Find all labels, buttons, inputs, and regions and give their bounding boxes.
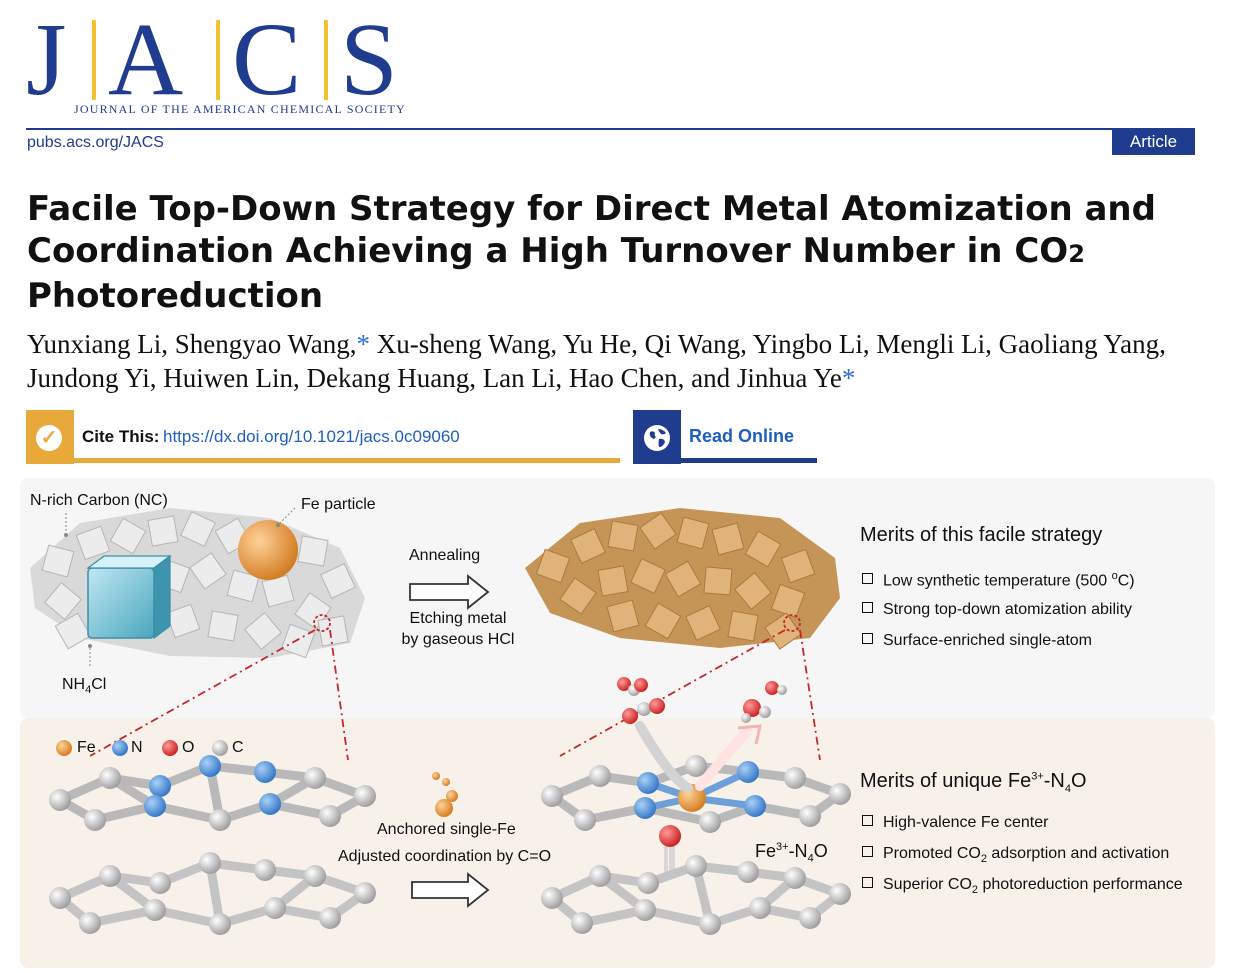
nc-cube-pile <box>30 508 365 659</box>
cite-this-box: ✓ Cite This: https://dx.doi.org/10.1021/… <box>26 410 620 464</box>
cite-icon-tile: ✓ <box>26 410 74 464</box>
logo-letter-a: A <box>108 2 184 117</box>
annealing-arrow <box>409 574 490 610</box>
read-online-label: Read Online <box>689 426 795 446</box>
merits-strategy-title: Merits of this facile strategy <box>860 524 1103 546</box>
title-line-3: Photoreduction <box>27 276 324 316</box>
merits-site-title: Merits of unique Fe3+-N4O <box>860 770 1087 795</box>
merit-item: Superior CO2 photoreduction performance <box>862 876 1183 896</box>
adjusted-coordination-label: Adjusted coordination by C=O <box>338 848 552 865</box>
active-site-label: Fe3+-N4O <box>755 841 828 865</box>
annealing-label: Annealing <box>409 547 481 564</box>
merit-item: Strong top-down atomization ability <box>862 601 1132 619</box>
globe-icon <box>644 425 670 451</box>
authors-part-2: Xu-sheng Wang, Yu He, Qi Wang, Yingbo Li… <box>27 329 1166 393</box>
legend-n-sphere <box>112 740 128 756</box>
anchoring-fe-icon <box>432 772 458 817</box>
article-type-badge: Article <box>1112 128 1195 155</box>
merit-item: High-valence Fe center <box>862 814 1048 832</box>
nh4cl-label: NH4Cl <box>62 676 107 697</box>
title-line-1: Facile Top-Down Strategy for Direct Meta… <box>27 189 1156 229</box>
cite-label: Cite This: <box>82 427 160 446</box>
nh4cl-crystal <box>87 567 155 639</box>
left-carbon-layer <box>49 852 376 935</box>
corresponding-author-mark[interactable]: * <box>356 329 371 359</box>
release-arrow <box>695 725 753 791</box>
bottom-panel <box>20 718 1215 968</box>
legend-c-sphere <box>212 740 228 756</box>
nc-label: N-rich Carbon (NC) <box>30 492 168 509</box>
read-online-button[interactable]: Read Online <box>633 410 817 464</box>
etching-label-2: by gaseous HCl <box>401 631 515 648</box>
header-rule <box>26 128 1112 130</box>
doi-link[interactable]: https://dx.doi.org/10.1021/jacs.0c09060 <box>163 427 460 446</box>
coordination-arrow <box>411 872 490 908</box>
title-line-2: Coordination Achieving a High Turnover N… <box>27 231 1069 271</box>
merit-item: Low synthetic temperature (500 oC) <box>862 570 1135 590</box>
logo-divider <box>92 20 96 100</box>
single-atom-cube-pile <box>525 508 840 650</box>
logo-divider <box>324 20 328 100</box>
anchored-fe-label: Anchored single-Fe <box>377 821 516 838</box>
corresponding-author-mark[interactable]: * <box>841 363 856 393</box>
cite-underline <box>74 458 620 463</box>
adsorption-arrow <box>635 721 693 793</box>
author-list: Yunxiang Li, Shengyao Wang,* Xu-sheng Wa… <box>27 327 1217 395</box>
legend-o-label: O <box>182 739 195 756</box>
legend-o-sphere <box>162 740 178 756</box>
logo-subtitle: JOURNAL OF THE AMERICAN CHEMICAL SOCIETY <box>74 102 406 116</box>
read-online-underline <box>681 458 817 463</box>
checkmark-icon: ✓ <box>36 425 62 451</box>
right-carbon-layer <box>541 855 851 935</box>
read-online-icon-tile <box>633 410 681 464</box>
authors-part-1: Yunxiang Li, Shengyao Wang, <box>27 329 357 359</box>
logo-letter-c: C <box>232 2 302 117</box>
logo-letter-j: J <box>26 2 67 117</box>
legend-n-label: N <box>131 739 143 756</box>
left-nc-layer <box>49 755 376 831</box>
article-title: Facile Top-Down Strategy for Direct Meta… <box>27 188 1207 317</box>
carbonyl-oxygen-sphere <box>659 825 681 847</box>
legend-fe-label: Fe <box>77 739 96 756</box>
graphical-abstract-art <box>20 478 1215 968</box>
legend-fe-sphere <box>56 740 72 756</box>
jacs-logo: J A C S JOURNAL OF THE AMERICAN CHEMICAL… <box>26 8 406 120</box>
fe-particle-label: Fe particle <box>301 496 376 513</box>
journal-site-link[interactable]: pubs.acs.org/JACS <box>27 134 164 151</box>
h2o-molecule <box>741 681 787 723</box>
legend-c-label: C <box>232 739 244 756</box>
etching-label-1: Etching metal <box>409 610 507 627</box>
title-subscript: 2 <box>1068 240 1085 268</box>
fe-particle <box>238 520 298 580</box>
merit-item: Promoted CO2 adsorption and activation <box>862 845 1169 865</box>
logo-letter-s: S <box>340 2 398 117</box>
graphical-abstract: N-rich Carbon (NC) Fe particle NH4Cl Ann… <box>20 478 1215 968</box>
merit-item: Surface-enriched single-atom <box>862 632 1092 650</box>
co2-molecule <box>617 677 665 724</box>
logo-divider <box>216 20 220 100</box>
